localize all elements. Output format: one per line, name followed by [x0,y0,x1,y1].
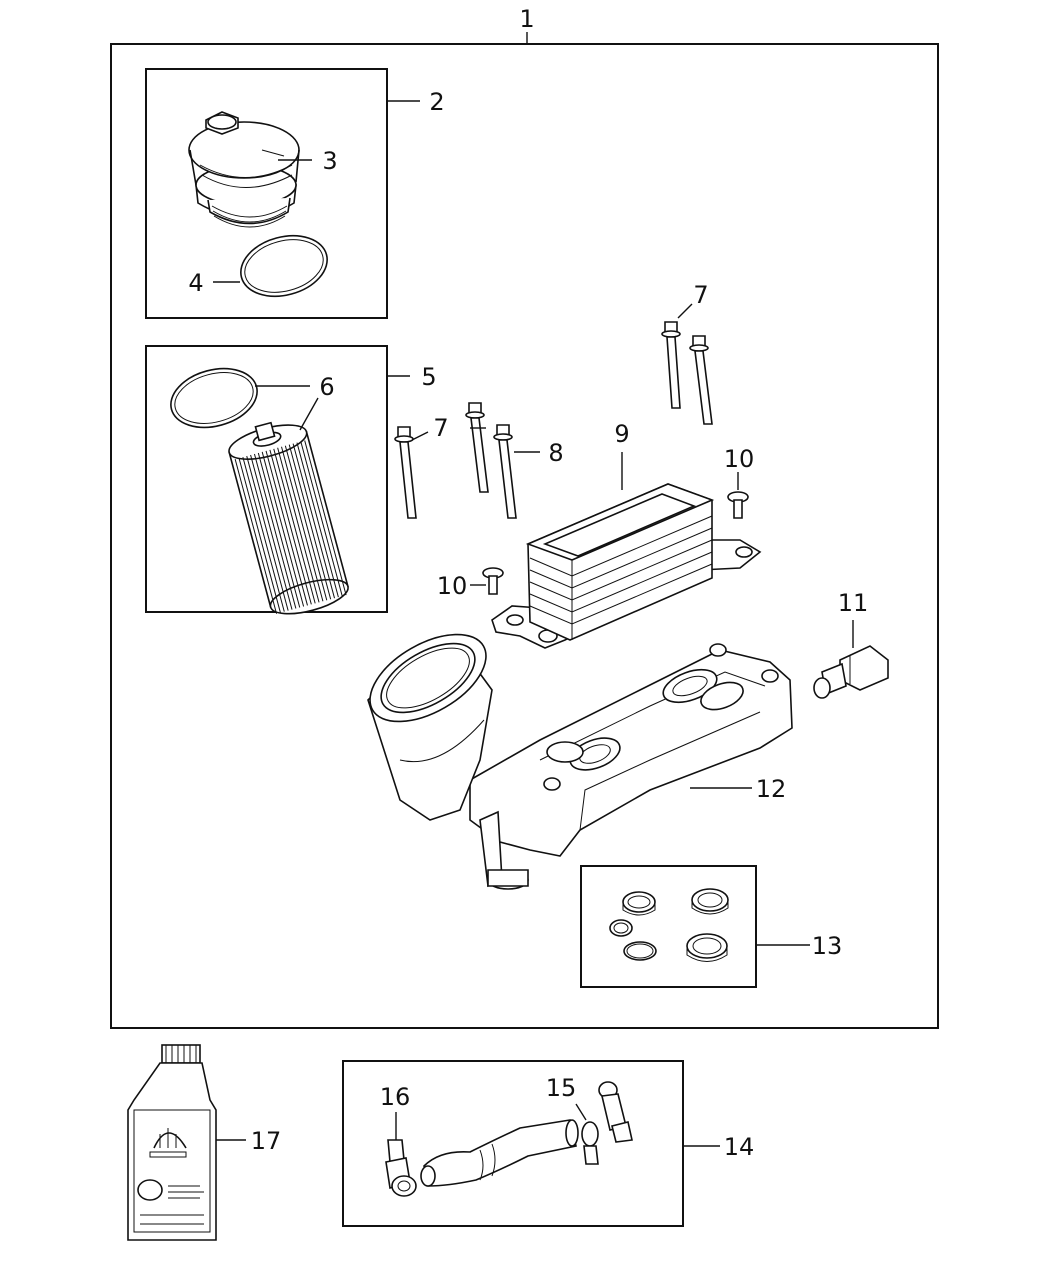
bolt-7-upper-left [661,321,681,409]
oil-filter-element [228,421,349,615]
seals [609,888,729,962]
cap-kit-group: 2 3 4 [145,68,445,319]
callout-8: 8 [548,439,563,467]
callout-15: 15 [546,1074,577,1102]
callout-5: 5 [421,363,436,391]
hose-clamp-right [598,1081,633,1143]
pressure-sensor-group: 11 [813,589,889,699]
oil-filter-housing [367,633,793,890]
callout-3: 3 [322,147,337,175]
bolt-8 [493,424,517,519]
bolts-group: 7 7 8 [394,281,713,519]
callout-4: 4 [188,269,203,297]
callout-7-upper: 7 [693,281,708,309]
hose-kit-group: 14 16 15 [342,1060,755,1227]
oil-bottle-group: 17 [127,1044,282,1241]
screw-10-left [482,567,504,595]
assembly-1-group: 1 [110,5,939,1029]
callout-13: 13 [812,932,843,960]
callout-14: 14 [724,1133,755,1161]
callout-16: 16 [380,1083,411,1111]
callout-9: 9 [614,420,629,448]
hose-clamp-16 [385,1139,417,1197]
filter-housing-group: 12 [367,633,793,890]
motor-oil-bottle [127,1044,217,1241]
bolt-7-upper-right [689,335,713,425]
callout-11: 11 [838,589,869,617]
callout-7-lower: 7 [433,414,448,442]
cap-kit-frame [145,68,388,319]
seal-kit-group: 13 [580,865,843,988]
seal-kit-frame [580,865,757,988]
callout-10-right: 10 [724,445,755,473]
filter-kit-frame [145,345,388,613]
oil-cooler [491,483,762,649]
callout-1: 1 [519,5,534,33]
bolt-7-left [394,426,417,519]
oil-cooler-group: 9 10 10 [437,420,762,649]
filter-kit-group: 5 6 [145,345,437,615]
bolt-7-mid [465,402,489,493]
oil-filter-cap [188,111,300,228]
coolant-hose [420,1119,579,1187]
callout-12: 12 [756,775,787,803]
callout-10-left: 10 [437,572,468,600]
callout-2: 2 [429,88,444,116]
assembly-frame [110,43,939,1029]
filter-o-ring [170,367,258,429]
cap-o-ring [240,234,328,298]
callout-6: 6 [319,373,334,401]
callout-17: 17 [251,1127,282,1155]
screw-10-right [727,491,749,519]
hose-kit-frame [342,1060,684,1227]
oil-pressure-sensor [813,645,889,699]
hose-clamp-15 [581,1121,599,1165]
